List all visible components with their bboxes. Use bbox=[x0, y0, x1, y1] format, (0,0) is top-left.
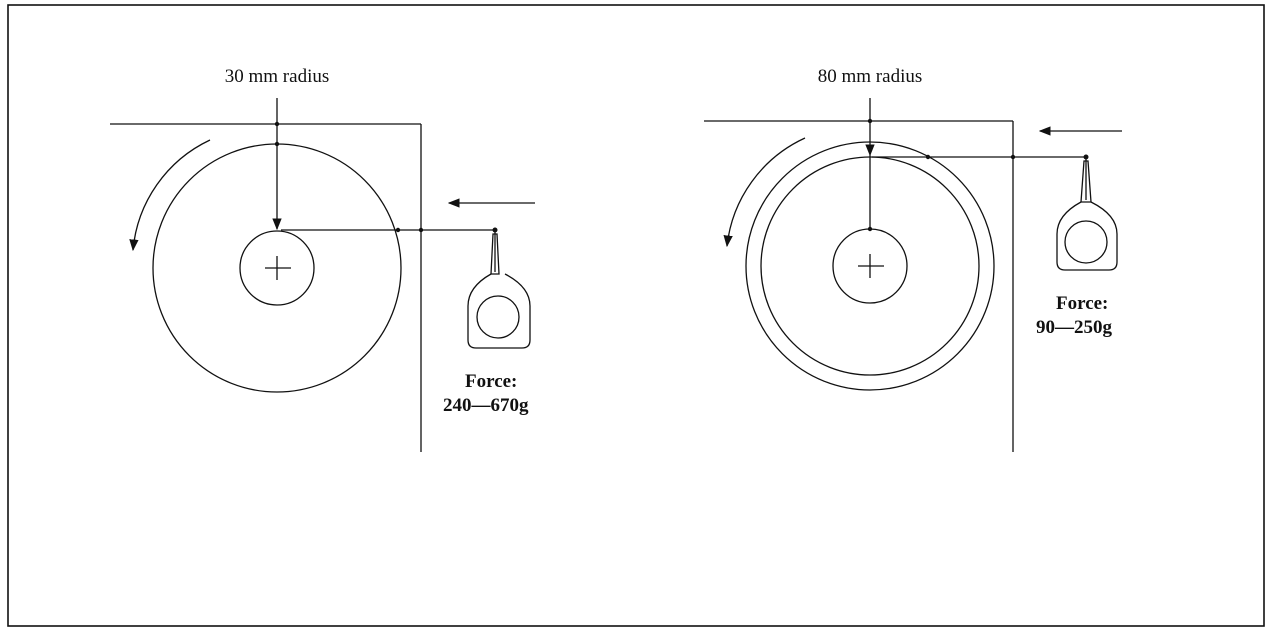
right-dot-2 bbox=[867, 226, 873, 232]
right-diagram: 80 mm radius Force: 90—250 bbox=[704, 66, 1122, 452]
left-reel-hub bbox=[239, 230, 315, 306]
diagram-border bbox=[7, 4, 1265, 627]
right-force-gauge bbox=[1056, 157, 1118, 271]
left-radius-label: 30 mm radius bbox=[225, 66, 330, 87]
right-rotation-arrow bbox=[723, 137, 806, 248]
right-dot-1 bbox=[867, 118, 873, 124]
left-dot-2 bbox=[274, 141, 280, 147]
right-dot-4 bbox=[1010, 154, 1016, 160]
right-dot-3 bbox=[925, 154, 931, 160]
right-force-range: 90—250g bbox=[1036, 317, 1113, 338]
right-force-label: Force: bbox=[1056, 293, 1108, 314]
left-dot-1 bbox=[274, 121, 280, 127]
left-force-label: Force: bbox=[465, 371, 517, 392]
left-diagram: 30 mm radius Force: 240—670g bbox=[110, 66, 535, 452]
left-rotation-arrow bbox=[129, 139, 211, 252]
left-force-gauge bbox=[467, 230, 531, 349]
left-dot-3 bbox=[395, 227, 401, 233]
left-dot-4 bbox=[418, 227, 424, 233]
left-force-range: 240—670g bbox=[443, 395, 529, 416]
right-radius-label: 80 mm radius bbox=[818, 66, 923, 87]
